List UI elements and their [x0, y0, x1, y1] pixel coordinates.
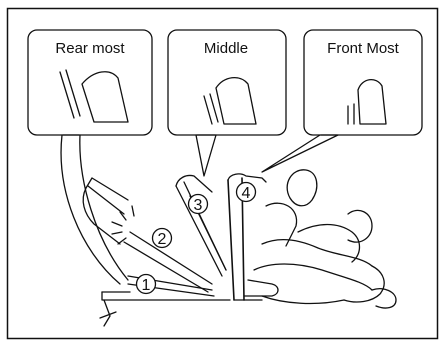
- position-label-1: 1: [142, 277, 151, 294]
- callout-label-rear-most: Rear most: [55, 40, 125, 57]
- position-label-4: 4: [242, 185, 251, 202]
- position-marker-4: 4: [237, 183, 256, 203]
- position-label-3: 3: [194, 197, 203, 214]
- position-label-2: 2: [158, 231, 167, 248]
- position-marker-2: 2: [153, 229, 172, 249]
- position-marker-1: 1: [137, 275, 156, 295]
- seat-occupant-outline: [244, 170, 396, 308]
- click-burst-icon: [112, 206, 134, 244]
- callout-middle: Middle: [168, 30, 286, 176]
- callout-label-middle: Middle: [204, 40, 248, 57]
- diagram-frame: [8, 9, 438, 339]
- position-marker-3: 3: [189, 195, 208, 215]
- callout-label-front-most: Front Most: [327, 40, 400, 57]
- seat-rail: [100, 292, 230, 326]
- callout-rear-most: Rear most: [28, 30, 152, 284]
- seatback-position-3: [176, 175, 226, 276]
